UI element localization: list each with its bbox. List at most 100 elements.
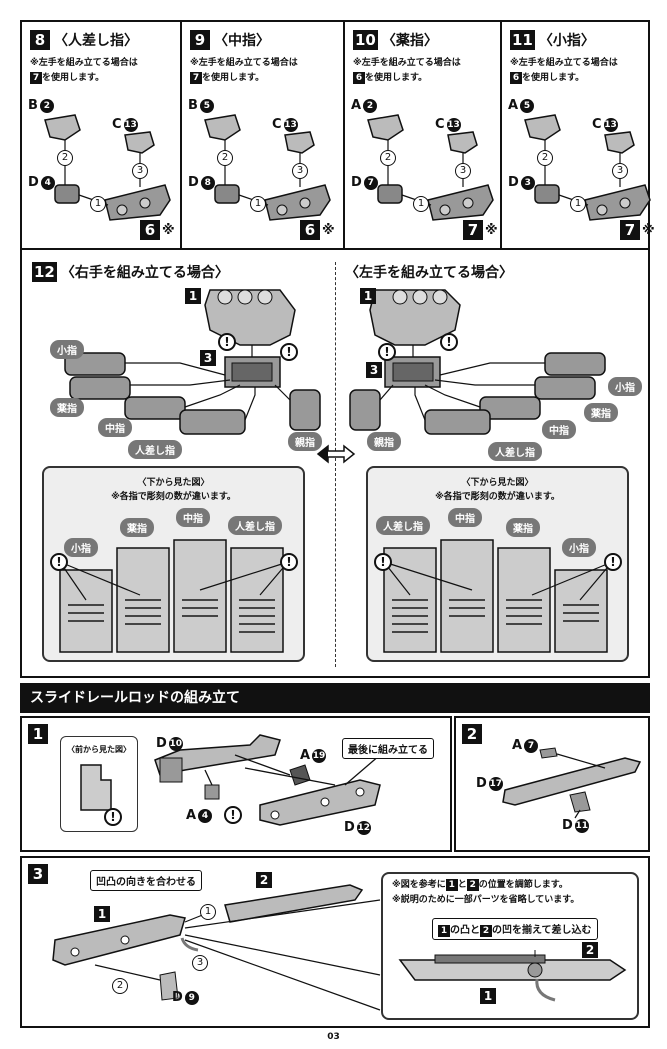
step-circle-3: 3 <box>192 955 208 971</box>
label-index: 人差し指 <box>128 440 182 459</box>
hand-right-heading: 12 〈右手を組み立てる場合〉 <box>32 262 229 282</box>
label-middle: 中指 <box>542 420 576 439</box>
finger-title: 〈小指〉 <box>538 33 595 49</box>
warning-mark: ! <box>50 553 68 571</box>
rail-step-2-number: 2 <box>462 724 482 744</box>
label-middle: 中指 <box>448 508 482 527</box>
finger-illustration <box>367 114 494 221</box>
finger-step-heading: 9 〈中指〉 <box>190 30 270 50</box>
step-number: 10 <box>353 30 378 50</box>
panel-divider <box>500 20 502 250</box>
rail-step-3-illustration <box>52 884 381 1011</box>
label-index: 人差し指 <box>488 442 542 461</box>
part-tag-1: 1 <box>360 288 376 304</box>
warning-mark: ! <box>280 343 298 361</box>
finger-illustration <box>524 114 651 221</box>
step-circle-3: 3 <box>455 163 471 179</box>
step-circle-2: 2 <box>537 150 553 166</box>
result-part-tag: 7※ <box>620 220 655 240</box>
finger-step-heading: 10 〈薬指〉 <box>353 30 438 50</box>
left-hand-title: 〈左手を組み立てる場合〉 <box>345 265 513 281</box>
label-index: 人差し指 <box>228 516 282 535</box>
view-note: ※各指で彫刻の数が違います。 <box>435 492 560 502</box>
warning-mark: ! <box>374 553 392 571</box>
step-number: 12 <box>32 262 57 282</box>
label-pinky: 小指 <box>608 377 642 396</box>
step-circle-3: 3 <box>292 163 308 179</box>
left-hand-illustration <box>349 289 606 435</box>
front-view-part <box>80 764 112 811</box>
finger-illustration <box>44 114 171 221</box>
label-ring: 薬指 <box>584 403 618 422</box>
step-circle-1: 1 <box>570 196 586 212</box>
label-middle: 中指 <box>98 418 132 437</box>
part-tag-1: 1 <box>94 906 110 922</box>
swap-arrow-icon <box>316 444 356 464</box>
label-ring: 薬指 <box>506 518 540 537</box>
part-tag-2: 2 <box>256 872 272 888</box>
label-pinky: 小指 <box>562 538 596 557</box>
rail-section-header: スライドレールロッドの組み立て <box>20 683 650 713</box>
result-part-tag: 6※ <box>140 220 175 240</box>
rail-step-1-number: 1 <box>28 724 48 744</box>
step-circle-3: 3 <box>612 163 628 179</box>
result-part-tag: 7※ <box>463 220 498 240</box>
step-circle-2: 2 <box>380 150 396 166</box>
finger-step-heading: 8 〈人差し指〉 <box>30 30 138 50</box>
step-circle-2: 2 <box>57 150 73 166</box>
result-part-tag: 6※ <box>300 220 335 240</box>
part-tag-3: 3 <box>200 350 216 366</box>
step-number: 9 <box>190 30 210 50</box>
label-middle: 中指 <box>176 508 210 527</box>
finger-title: 〈人差し指〉 <box>54 33 138 49</box>
part-tag-3: 3 <box>366 362 382 378</box>
finger-step-heading: 11 〈小指〉 <box>510 30 595 50</box>
step-circle-2: 2 <box>112 978 128 994</box>
view-title: 〈下から見た図〉 <box>137 478 210 488</box>
panel-divider <box>343 20 345 250</box>
label-index: 人差し指 <box>376 516 430 535</box>
step-circle-1: 1 <box>90 196 106 212</box>
rail-header-title: スライドレールロッドの組み立て <box>30 690 240 706</box>
warning-mark: ! <box>378 343 396 361</box>
warning-mark: ! <box>104 808 122 826</box>
step-circle-3: 3 <box>132 163 148 179</box>
step-circle-1: 1 <box>413 196 429 212</box>
align-note: 凹凸の向きを合わせる <box>90 870 202 891</box>
finger-title: 〈薬指〉 <box>381 33 438 49</box>
rail-step-1-illustration <box>154 734 381 826</box>
part-tag-1: 1 <box>480 988 496 1004</box>
finger-undersides-left <box>383 539 613 653</box>
step-circle-2: 2 <box>217 150 233 166</box>
hand-divider <box>335 262 336 667</box>
warning-mark: ! <box>280 553 298 571</box>
label-ring: 薬指 <box>50 398 84 417</box>
right-hand-title: 〈右手を組み立てる場合〉 <box>60 265 229 281</box>
warning-mark: ! <box>440 333 458 351</box>
step-number: 8 <box>30 30 50 50</box>
page-number: 03 <box>327 1032 340 1042</box>
step-circle-1: 1 <box>200 904 216 920</box>
right-hand-illustration <box>64 289 321 435</box>
finger-illustration <box>204 114 331 221</box>
rail-step-2-illustration <box>502 747 642 819</box>
